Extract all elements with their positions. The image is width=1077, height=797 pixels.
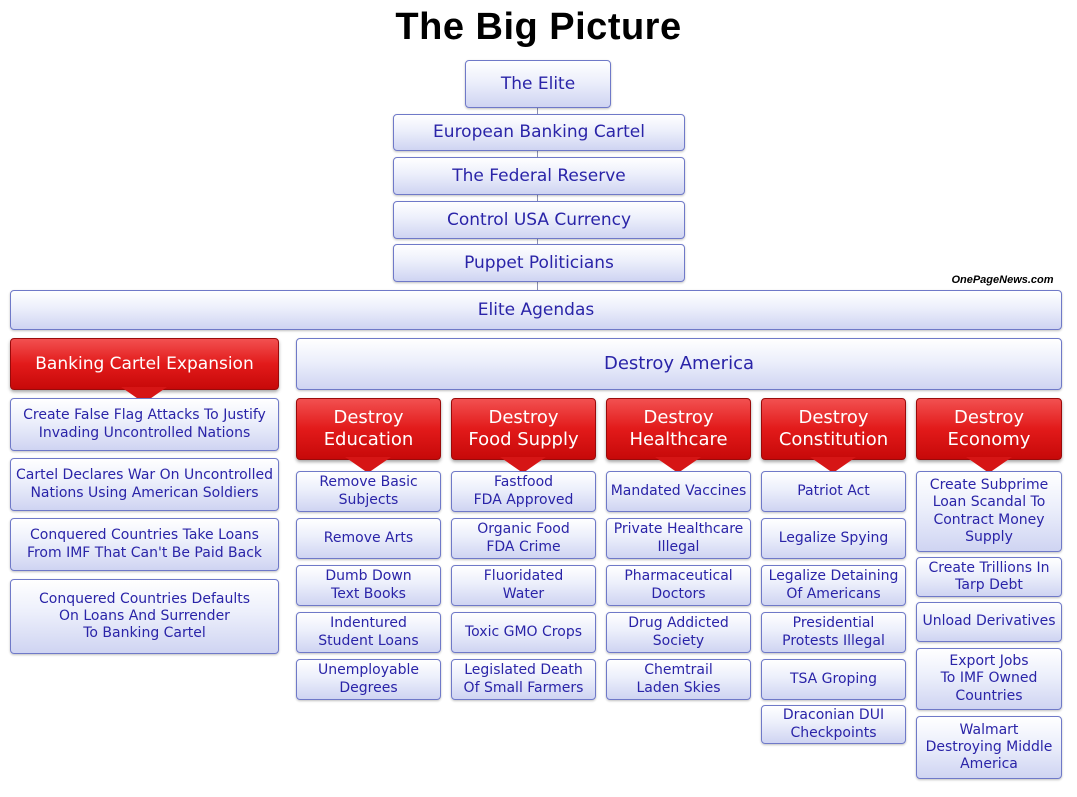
connector-line bbox=[537, 195, 538, 201]
constitution-item: Legalize Spying bbox=[761, 518, 906, 559]
node-destroy-economy: Destroy Economy bbox=[916, 398, 1062, 460]
food-supply-item: Toxic GMO Crops bbox=[451, 612, 596, 653]
healthcare-item: Private Healthcare Illegal bbox=[606, 518, 751, 559]
education-item: Indentured Student Loans bbox=[296, 612, 441, 653]
food-supply-item: Fastfood FDA Approved bbox=[451, 471, 596, 512]
banking-item: Create False Flag Attacks To Justify Inv… bbox=[10, 398, 279, 451]
healthcare-item: Chemtrail Laden Skies bbox=[606, 659, 751, 700]
down-arrow bbox=[966, 457, 1012, 473]
economy-item: Create Subprime Loan Scandal To Contract… bbox=[916, 471, 1062, 552]
constitution-item: Legalize Detaining Of Americans bbox=[761, 565, 906, 606]
down-arrow bbox=[655, 457, 701, 473]
healthcare-item: Mandated Vaccines bbox=[606, 471, 751, 512]
constitution-item: Presidential Protests Illegal bbox=[761, 612, 906, 653]
economy-item: Export Jobs To IMF Owned Countries bbox=[916, 648, 1062, 710]
economy-item: Create Trillions In Tarp Debt bbox=[916, 557, 1062, 597]
healthcare-item: Drug Addicted Society bbox=[606, 612, 751, 653]
economy-item: Unload Derivatives bbox=[916, 602, 1062, 642]
banking-item: Conquered Countries Defaults On Loans An… bbox=[10, 579, 279, 654]
education-item: Unemployable Degrees bbox=[296, 659, 441, 700]
food-supply-item: Fluoridated Water bbox=[451, 565, 596, 606]
economy-item: Walmart Destroying Middle America bbox=[916, 716, 1062, 779]
food-supply-item: Organic Food FDA Crime bbox=[451, 518, 596, 559]
constitution-item: Patriot Act bbox=[761, 471, 906, 512]
node-elite-agendas: Elite Agendas bbox=[10, 290, 1062, 330]
banking-item: Cartel Declares War On Uncontrolled Nati… bbox=[10, 458, 279, 511]
food-supply-item: Legislated Death Of Small Farmers bbox=[451, 659, 596, 700]
banking-item: Conquered Countries Take Loans From IMF … bbox=[10, 518, 279, 571]
node-federal-reserve: The Federal Reserve bbox=[393, 157, 685, 195]
education-item: Remove Arts bbox=[296, 518, 441, 559]
healthcare-item: Pharmaceutical Doctors bbox=[606, 565, 751, 606]
constitution-item: TSA Groping bbox=[761, 659, 906, 700]
node-destroy-education: Destroy Education bbox=[296, 398, 441, 460]
down-arrow bbox=[500, 457, 546, 473]
node-control-usa-currency: Control USA Currency bbox=[393, 201, 685, 239]
connector-line bbox=[537, 239, 538, 244]
node-destroy-america: Destroy America bbox=[296, 338, 1062, 390]
node-european-banking-cartel: European Banking Cartel bbox=[393, 114, 685, 151]
node-destroy-healthcare: Destroy Healthcare bbox=[606, 398, 751, 460]
page-title: The Big Picture bbox=[395, 6, 682, 48]
connector-line bbox=[537, 282, 538, 290]
node-destroy-constitution: Destroy Constitution bbox=[761, 398, 906, 460]
down-arrow bbox=[810, 457, 856, 473]
node-destroy-food-supply: Destroy Food Supply bbox=[451, 398, 596, 460]
connector-line bbox=[537, 108, 538, 114]
source-credit: OnePageNews.com bbox=[951, 274, 1054, 286]
node-puppet-politicians: Puppet Politicians bbox=[393, 244, 685, 282]
education-item: Dumb Down Text Books bbox=[296, 565, 441, 606]
node-banking-cartel-expansion: Banking Cartel Expansion bbox=[10, 338, 279, 390]
connector-line bbox=[537, 151, 538, 157]
node-the-elite: The Elite bbox=[465, 60, 611, 108]
education-item: Remove Basic Subjects bbox=[296, 471, 441, 512]
constitution-item: Draconian DUI Checkpoints bbox=[761, 705, 906, 744]
down-arrow bbox=[345, 457, 391, 473]
